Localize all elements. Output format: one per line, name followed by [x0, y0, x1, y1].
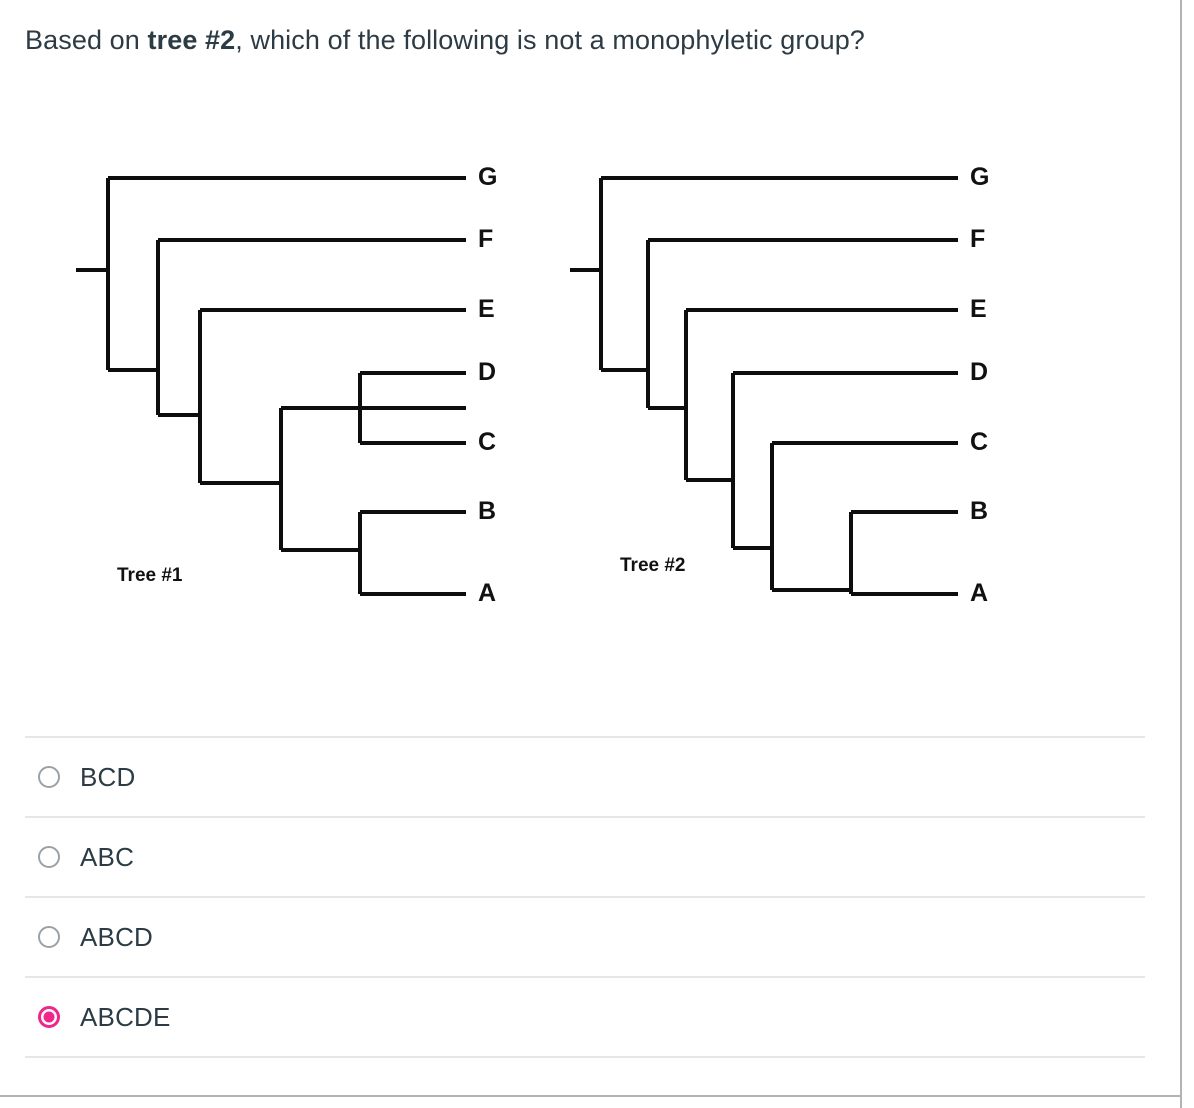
answer-options-list: BCD ABC ABCD ABCDE [0, 736, 1180, 1056]
answer-option-abc[interactable]: ABC [25, 816, 1145, 896]
right-frame-border [1180, 0, 1182, 1108]
tree-2-tip-label-G: G [970, 163, 990, 191]
tree-1-tip-label-C: C [478, 428, 497, 456]
answer-label-bcd: BCD [80, 761, 136, 792]
answer-label-abcde: ABCDE [80, 1001, 171, 1032]
answer-option-abcde[interactable]: ABCDE [25, 976, 1145, 1056]
answer-label-abcd: ABCD [80, 921, 154, 952]
question-emphasis: tree #2 [147, 25, 236, 55]
answer-label-abc: ABC [80, 841, 135, 872]
radio-button-abcd[interactable] [38, 926, 60, 948]
phylogenetic-tree-figure: G F E D C B A Tree #1 G F E D C B A Tree #2 [0, 150, 1180, 650]
radio-button-abcde[interactable] [38, 1006, 60, 1028]
tree-1-tip-label-B: B [478, 497, 497, 525]
tree-2-tip-label-C: C [970, 428, 989, 456]
tree-1-tip-label-D: D [478, 358, 497, 386]
radio-dot-abcd [44, 932, 55, 943]
tree-1-tip-label-A: A [478, 579, 497, 607]
tree-1-tip-label-F: F [478, 225, 494, 253]
radio-dot-abcde [43, 1011, 55, 1023]
radio-dot-abc [44, 852, 55, 863]
bottom-frame-border [0, 1095, 1180, 1097]
tree-2-tip-label-B: B [970, 497, 989, 525]
tree-2-tip-label-D: D [970, 358, 989, 386]
tree-2-caption: Tree #2 [620, 555, 686, 576]
radio-dot-bcd [44, 772, 55, 783]
tree-1-tip-label-G: G [478, 163, 498, 191]
question-prefix: Based on [25, 25, 148, 55]
tree-2-tip-label-E: E [970, 295, 987, 323]
answers-bottom-divider [25, 1056, 1145, 1058]
cladogram-svg [76, 176, 958, 596]
answer-option-abcd[interactable]: ABCD [25, 896, 1145, 976]
tree-2-tip-label-F: F [970, 225, 986, 253]
tree-1-caption: Tree #1 [117, 565, 183, 586]
question-prompt: Based on tree #2, which of the following… [25, 22, 1125, 58]
radio-button-bcd[interactable] [38, 766, 60, 788]
answer-option-bcd[interactable]: BCD [25, 736, 1145, 816]
radio-button-abc[interactable] [38, 846, 60, 868]
tree-2-tip-label-A: A [970, 579, 989, 607]
tree-1-tip-label-E: E [478, 295, 495, 323]
question-suffix: , which of the following is not a monoph… [235, 25, 865, 55]
